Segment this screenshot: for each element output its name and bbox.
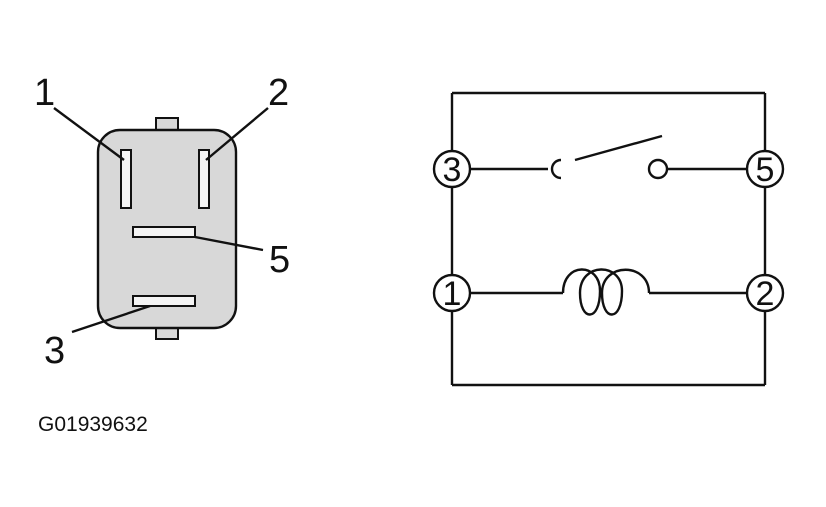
terminal-2-blade [198, 149, 210, 209]
leader-line-5 [194, 235, 264, 252]
leader-line-1 [53, 107, 125, 161]
switch-fixed-contact [550, 158, 562, 180]
terminal-1-label: 1 [443, 275, 462, 313]
switch-pivot-contact [647, 158, 669, 180]
leader-line-3 [71, 304, 151, 334]
terminal-2: 2 [745, 273, 785, 313]
pin-label-2: 2 [268, 72, 289, 114]
coil-symbol [561, 268, 651, 316]
switch-blade [574, 134, 663, 162]
terminal-3-blade [132, 295, 196, 307]
terminal-2-label: 2 [756, 275, 775, 313]
pin-label-3: 3 [44, 330, 65, 372]
figure-code: G01939632 [38, 413, 148, 436]
terminal-1-blade [120, 149, 132, 209]
pin-label-1: 1 [34, 72, 55, 114]
relay-schematic: 3 5 1 2 [432, 91, 785, 387]
terminal-3: 3 [432, 149, 472, 189]
terminal-1: 1 [432, 273, 472, 313]
relay-connector-view: 1 2 5 3 [34, 72, 290, 372]
pin-label-5: 5 [269, 239, 290, 281]
terminal-5: 5 [745, 149, 785, 189]
leader-line-2 [205, 107, 269, 161]
terminal-5-blade [132, 226, 196, 238]
terminal-3-label: 3 [443, 151, 462, 189]
terminal-5-label: 5 [756, 151, 775, 189]
